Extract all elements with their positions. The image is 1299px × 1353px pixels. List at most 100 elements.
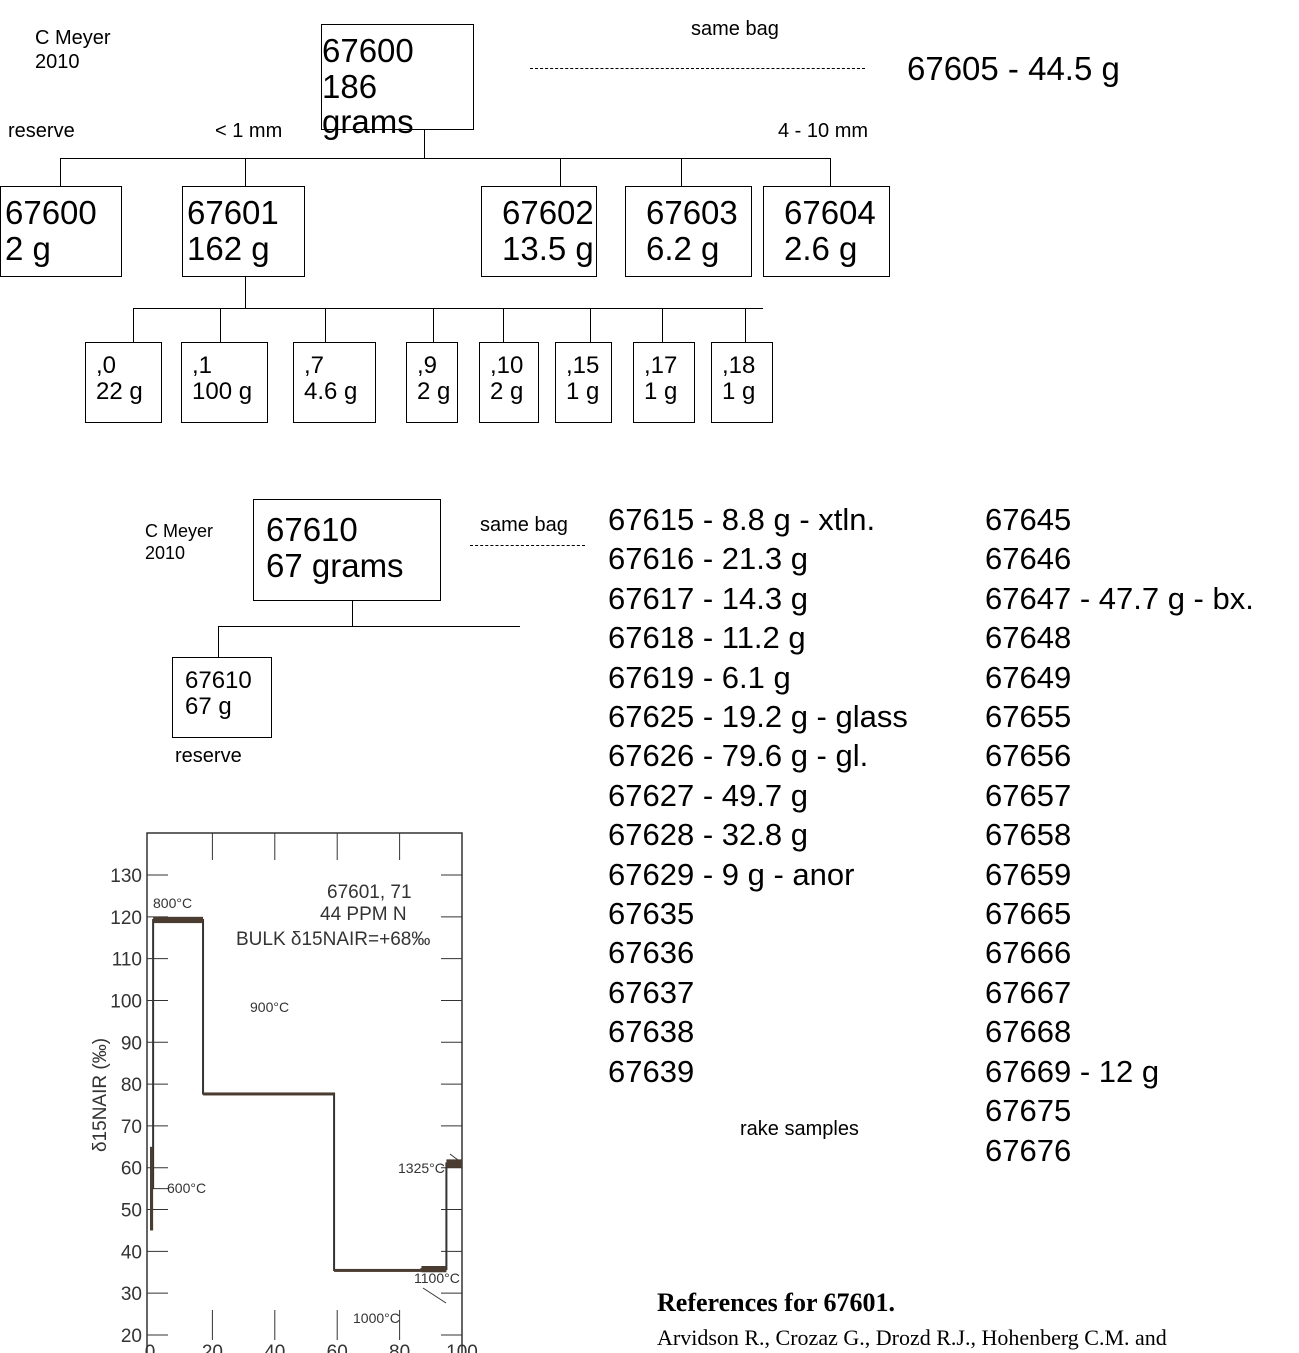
rake-sample: 67639: [608, 1053, 695, 1089]
y-tick-label: 20: [121, 1326, 142, 1347]
sample-mass: 2.6 g: [784, 229, 858, 267]
connector: [220, 308, 221, 342]
references-heading: References for 67601.: [657, 1288, 896, 1317]
rake-sample: 67619 - 6.1 g: [608, 659, 791, 695]
connector: [245, 158, 246, 186]
step-bar-1325c: [446, 1159, 462, 1168]
split-mass: 2 g: [417, 377, 451, 405]
step-bar-600c: [150, 1146, 154, 1231]
x-tick-label: 0: [145, 1342, 156, 1353]
rake-sample: 67657: [985, 777, 1072, 813]
split-mass: 100 g: [192, 377, 253, 405]
connector: [352, 600, 353, 626]
rake-sample: 67638: [608, 1014, 695, 1050]
rake-sample: 67628 - 32.8 g: [608, 817, 808, 853]
rake-sample: 67647 - 47.7 g - bx.: [985, 580, 1254, 616]
rake-sample: 67659: [985, 856, 1072, 892]
y-tick-label: 40: [121, 1242, 142, 1263]
connector: [560, 158, 561, 186]
step-label: 1325°C: [398, 1160, 445, 1176]
rake-sample: 67615 - 8.8 g - xtln.: [608, 502, 876, 537]
x-tick-label: 20: [202, 1342, 223, 1353]
rake-sample: 67629 - 9 g - anor: [608, 856, 855, 892]
rake-sample: 67635: [608, 896, 695, 932]
split-id: ,18: [722, 352, 756, 379]
sample-id: 67610: [266, 511, 358, 548]
sample-mass: 162 g: [187, 229, 270, 267]
reference-entry: Arvidson R., Crozaz G., Drozd R.J., Hohe…: [657, 1325, 1167, 1350]
rake-sample: 67636: [608, 935, 695, 971]
x-tick-label: 60: [327, 1342, 348, 1353]
connector: [433, 308, 434, 342]
split-id: ,17: [644, 352, 678, 379]
rake-sample: 67646: [985, 541, 1072, 577]
sample-id: 67601: [187, 194, 279, 231]
split-mass: 4.6 g: [304, 377, 358, 405]
rake-sample: 67658: [985, 817, 1072, 853]
step-bar-800c: [153, 916, 204, 924]
year: 2010: [35, 51, 80, 73]
plot-frame: [146, 832, 463, 1353]
y-tick-label: 130: [110, 866, 142, 887]
step-label: 1000°C: [353, 1310, 400, 1326]
connector: [662, 308, 663, 342]
step-label: 600°C: [167, 1180, 206, 1196]
label-arrow: [422, 1287, 447, 1304]
same-bag-connector: [470, 545, 585, 546]
fine-fraction-label: < 1 mm: [215, 120, 283, 142]
connector: [590, 308, 591, 342]
sample-id: 67603: [646, 194, 738, 231]
sample-mass: 2 g: [5, 229, 51, 267]
rake-sample: 67666: [985, 935, 1072, 971]
y-tick-label: 100: [110, 991, 142, 1012]
connector: [424, 130, 425, 158]
rake-sample: 67618 - 11.2 g: [608, 620, 806, 656]
step-bar-900c: [203, 1092, 335, 1096]
label-arrow: [449, 1153, 459, 1161]
rake-sample: 67627 - 49.7 g: [608, 777, 808, 813]
rake-sample: 67637: [608, 974, 695, 1010]
sample-mass: 67 grams: [266, 546, 404, 584]
reserve-label: reserve: [8, 120, 75, 142]
connector: [60, 158, 831, 159]
connector: [681, 158, 682, 186]
rake-sample: 67617 - 14.3 g: [608, 580, 808, 616]
step-label: 1100°C: [414, 1270, 460, 1286]
connector: [325, 308, 326, 342]
step-label: 800°C: [153, 895, 192, 911]
split-mass: 1 g: [722, 377, 756, 405]
connector: [245, 277, 246, 308]
sample-mass: 186 grams: [322, 67, 414, 141]
y-tick-label: 80: [121, 1075, 142, 1096]
split-mass: 1 g: [644, 377, 678, 405]
rake-sample: 67668: [985, 1014, 1072, 1050]
split-mass: 1 g: [566, 377, 600, 405]
split-id: ,15: [566, 352, 600, 379]
split-id: ,0: [96, 352, 117, 379]
connector: [218, 626, 219, 657]
split-id: ,7: [304, 352, 325, 379]
connector: [218, 626, 520, 627]
step-bar-1000c: [334, 1268, 422, 1272]
y-tick-label: 50: [121, 1201, 142, 1222]
rake-sample: 67648: [985, 620, 1072, 656]
y-tick-label: 60: [121, 1159, 142, 1180]
rake-sample: 67676: [985, 1132, 1072, 1168]
rake-sample: 67669 - 12 g: [985, 1053, 1160, 1089]
rake-sample: 67675: [985, 1093, 1072, 1129]
connector: [133, 308, 763, 309]
step-bar-1100c: [421, 1266, 447, 1273]
sample-mass: 13.5 g: [502, 229, 594, 267]
